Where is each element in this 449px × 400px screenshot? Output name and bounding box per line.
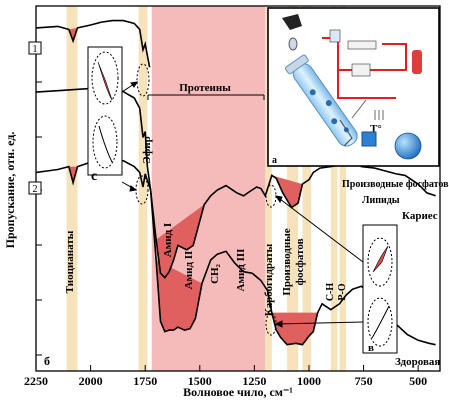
fill-phosphate-healthy [271,312,318,345]
annotation-proteins: Протеины [179,82,231,94]
inset-a-setup: T° а [267,7,440,167]
series-line-healthy [36,86,436,346]
label-phosphates-line2: фосфатов [294,238,306,285]
label-amide-2: Амид II [183,251,195,290]
svg-text:с: с [91,169,97,184]
label-lipids: Липиды [362,195,400,206]
x-ticks: 2250 2000 1750 1500 1250 1000 750 500 [24,365,427,388]
fill-layer [68,27,318,345]
label-phosphates-line1: Производные [281,228,293,295]
label-caries: Кариес [402,210,438,222]
fill-amide-healthy [156,260,202,332]
fill-thiocyanate-2 [68,166,78,183]
band-5 [302,6,312,371]
x-tick-label-1750: 1750 [133,374,157,388]
label-carbohydrates-vertical: Карбогидраты [263,243,275,316]
y-axis-label: Пропускание, отн. ед. [3,132,17,249]
x-tick-label-2000: 2000 [79,374,103,388]
inset-c-pointers [121,63,150,205]
svg-text:а: а [272,155,277,166]
fill-phosphate-caries [271,175,303,208]
label-healthy: Здоровая [395,356,440,368]
svg-text:1: 1 [33,44,38,55]
series-marker-2: 2 [28,181,42,195]
band-7 [339,6,347,371]
tooth-icon [282,14,302,30]
label-amide-1: Амид I [162,223,174,257]
panel-label-b: б [44,354,50,368]
x-tick-label-1000: 1000 [297,374,321,388]
label-ch2: CH₂ [209,263,221,284]
band-label-thiocyanates: Тиоцианаты [64,230,76,293]
x-tick-label-2250: 2250 [24,374,48,388]
protein-bracket [147,94,265,100]
series-marker-1: 1 [28,41,42,55]
fill-amide-caries [156,204,205,278]
series-line-top [36,19,151,68]
label-carbohydrates: Производные фосфатов [342,179,449,190]
x-tick-label-1250: 1250 [242,374,266,388]
inset-c: с [87,46,123,184]
band-label-ester: Эфир [141,136,153,164]
thermometer-icon [374,110,384,120]
y-ticks [36,81,42,356]
band-0 [66,6,78,371]
band-1 [138,6,148,371]
svg-text:T°: T° [370,123,382,135]
svg-text:2: 2 [33,184,38,195]
inset-v: в [362,224,398,354]
x-tick-label-500: 500 [409,374,427,388]
x-tick-label-1500: 1500 [188,374,212,388]
band-6 [330,6,338,371]
x-axis-label: Волновое чило, см⁻¹ [183,385,293,399]
label-amide-3: Амид III [235,249,247,292]
label-po: P-O [337,283,348,300]
svg-text:в: в [368,342,374,354]
band-3 [265,6,272,371]
label-ch: C-H [325,283,336,302]
fill-thiocyanate-top [68,27,78,41]
inset-v-pointers [265,184,364,336]
x-tick-label-750: 750 [355,374,373,388]
